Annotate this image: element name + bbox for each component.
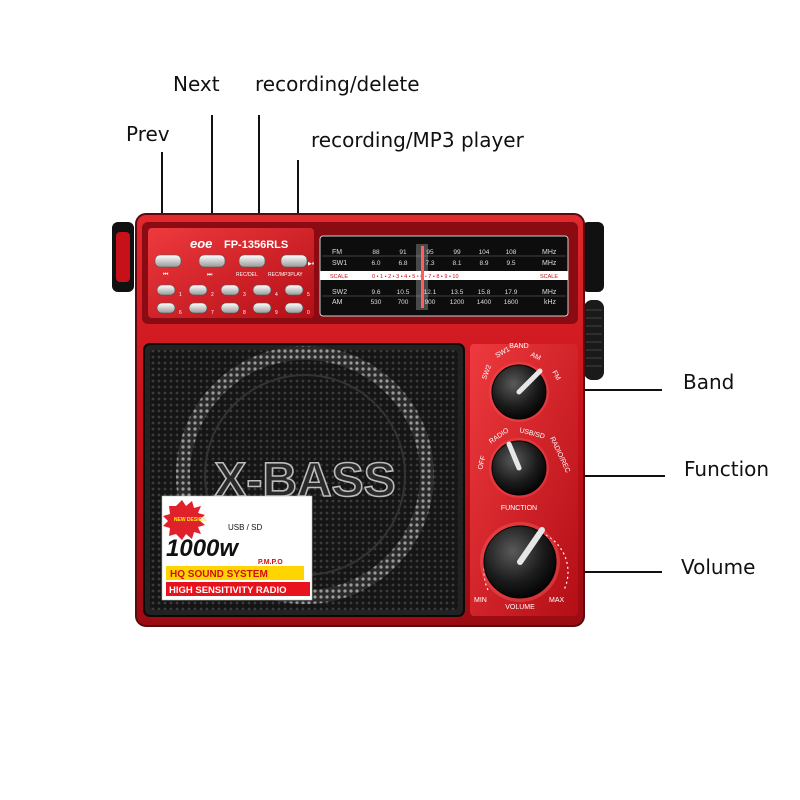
dial-sw2-label: SW2 [332, 289, 347, 296]
number-key-0[interactable] [284, 302, 304, 314]
number-key-5[interactable] [284, 284, 304, 296]
volume-knob-group: MIN VOLUME MAX [474, 522, 569, 611]
rec-mp3play-label: REC/MP3PLAY [268, 272, 303, 278]
function-title: FUNCTION [501, 505, 537, 512]
dial-value: 530 [371, 299, 382, 306]
number-key-label: 4 [275, 292, 278, 298]
dial-scale-label: SCALE [330, 274, 348, 280]
dial-value: 6.8 [398, 260, 407, 267]
dial-value: 7.3 [425, 260, 434, 267]
dial-value: 1600 [504, 299, 519, 306]
dial-value: 99 [453, 249, 461, 256]
tuning-wheel[interactable] [584, 300, 604, 380]
dial-value: 108 [506, 249, 517, 256]
prev-icon: ⏮ [163, 272, 169, 278]
rec-del-label: REC/DEL [236, 272, 258, 278]
rec-mp3-button[interactable] [280, 254, 308, 268]
band-sw2: SW2 [481, 364, 493, 381]
dial-value: 88 [372, 249, 380, 256]
dial-fm-label: FM [332, 249, 342, 256]
dial-am-unit: kHz [544, 299, 557, 306]
band-fm: FM [550, 370, 561, 382]
number-key-9[interactable] [252, 302, 272, 314]
number-key-label: 9 [275, 310, 278, 316]
dial-value: 12.1 [424, 289, 437, 296]
callout-recording-mp3: recording/MP3 player [311, 128, 524, 152]
band-am: AM [529, 351, 542, 362]
power-label: 1000w [166, 535, 239, 562]
callout-prev: Prev [126, 122, 170, 146]
promo-sticker: NEW DESIGN USB / SD 1000w P.M.P.O HQ SOU… [161, 495, 313, 601]
dial-sw1-label: SW1 [332, 260, 347, 267]
dial-am-label: AM [332, 299, 343, 306]
dial-value: 9.6 [371, 289, 380, 296]
dial-value: 13.5 [451, 289, 464, 296]
number-key-2[interactable] [188, 284, 208, 296]
next-button[interactable] [198, 254, 226, 268]
callout-next: Next [173, 72, 220, 96]
dial-sw1-unit: MHz [542, 260, 557, 267]
dial-value: 1200 [450, 299, 465, 306]
dial-scale-ticks: 0 • 1 • 2 • 3 • 4 • 5 • 6 • 7 • 8 • 9 • … [372, 274, 459, 280]
number-keypad: 1 2 3 4 5 6 7 8 9 0 [156, 284, 310, 316]
number-key-label: 7 [211, 310, 214, 316]
dial-value: 1400 [477, 299, 492, 306]
dial-value: 95 [426, 249, 434, 256]
prev-button[interactable] [154, 254, 182, 268]
dial-value: 8.9 [479, 260, 488, 267]
number-key-8[interactable] [220, 302, 240, 314]
dial-scale-label-right: SCALE [540, 274, 558, 280]
model-number: FP-1356RLS [224, 239, 288, 251]
dial-value: 17.9 [505, 289, 518, 296]
dial-needle [421, 246, 424, 308]
volume-max: MAX [549, 597, 565, 604]
number-key-label: 3 [243, 292, 246, 298]
number-key-label: 0 [307, 310, 310, 316]
band-title: BAND [509, 343, 528, 350]
new-design-badge: NEW DESIGN [174, 517, 207, 523]
number-key-label: 8 [243, 310, 246, 316]
rec-delete-button[interactable] [238, 254, 266, 268]
dial-value: 104 [479, 249, 490, 256]
frequency-dial: FM SW1 MHz MHz SCALE 0 • 1 • 2 • 3 • 4 •… [319, 235, 569, 317]
dial-value: 8.1 [452, 260, 461, 267]
volume-min: MIN [474, 597, 487, 604]
band-knob-group: BAND SW2 SW1 AM FM [481, 343, 561, 422]
dial-sw2-unit: MHz [542, 289, 557, 296]
right-handle [582, 222, 604, 292]
usb-sd-label: USB / SD [228, 523, 262, 532]
pmpo-label: P.M.P.O [258, 559, 283, 566]
dial-value: 9.5 [506, 260, 515, 267]
next-icon: ⏭ [207, 272, 213, 278]
dial-value: 700 [398, 299, 409, 306]
high-sensitivity-radio: HIGH SENSITIVITY RADIO [169, 585, 287, 596]
function-buttons-row: ⏮ ⏭ REC/DEL REC/MP3PLAY ▶⏸ [154, 254, 315, 278]
number-key-label: 6 [179, 310, 182, 316]
number-key-label: 5 [307, 292, 310, 298]
callout-volume: Volume [681, 555, 756, 579]
dial-value: 15.8 [478, 289, 491, 296]
function-off: OFF [477, 455, 487, 470]
number-key-1[interactable] [156, 284, 176, 296]
number-key-label: 1 [179, 292, 182, 298]
callout-band: Band [683, 370, 735, 394]
dial-value: 900 [425, 299, 436, 306]
dial-value: 6.0 [371, 260, 380, 267]
hq-sound-system: HQ SOUND SYSTEM [170, 569, 268, 580]
number-key-4[interactable] [252, 284, 272, 296]
callout-recording-delete: recording/delete [255, 72, 420, 96]
dial-value: 91 [399, 249, 407, 256]
callout-function: Function [684, 457, 770, 481]
number-key-3[interactable] [220, 284, 240, 296]
number-key-6[interactable] [156, 302, 176, 314]
brand-logo: eoe [190, 236, 212, 251]
dial-fm-unit: MHz [542, 249, 557, 256]
number-key-7[interactable] [188, 302, 208, 314]
dial-value: 10.5 [397, 289, 410, 296]
play-pause-icon: ▶⏸ [308, 261, 315, 267]
number-key-label: 2 [211, 292, 214, 298]
volume-title: VOLUME [505, 604, 535, 611]
